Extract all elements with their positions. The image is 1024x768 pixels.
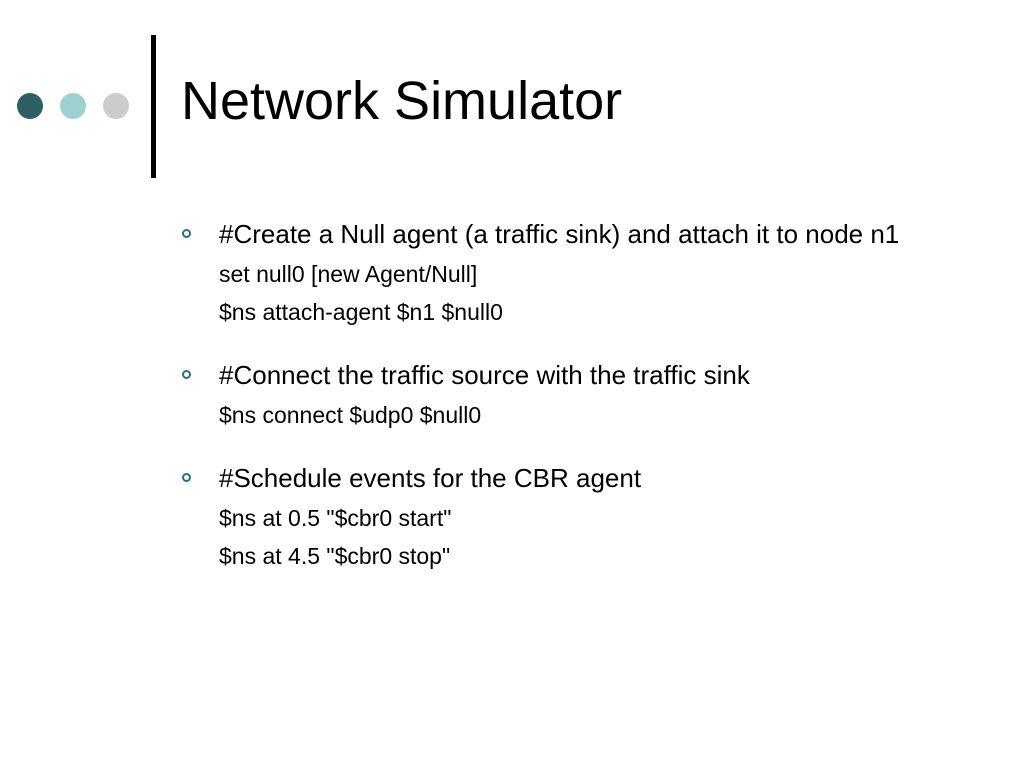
bullet-text: #Schedule events for the CBR agent xyxy=(219,463,642,493)
bullet-item-create-null-agent: #Create a Null agent (a traffic sink) an… xyxy=(180,218,900,326)
title-divider xyxy=(151,35,156,178)
slide-title: Network Simulator xyxy=(181,71,623,131)
bullet-text: #Create a Null agent (a traffic sink) an… xyxy=(219,219,900,249)
bullet-text: #Connect the traffic source with the tra… xyxy=(219,360,750,390)
bullet-item-connect-source-sink: #Connect the traffic source with the tra… xyxy=(180,359,900,429)
bullet-circle-icon xyxy=(182,370,191,379)
bullet-circle-icon xyxy=(182,229,191,238)
bullet-item-schedule-events: #Schedule events for the CBR agent $ns a… xyxy=(180,462,900,570)
slide-body: #Create a Null agent (a traffic sink) an… xyxy=(180,218,900,603)
code-line: $ns at 0.5 "$cbr0 start" xyxy=(219,505,452,531)
bullet-text-row: #Connect the traffic source with the tra… xyxy=(180,359,900,391)
bullet-text-row: #Create a Null agent (a traffic sink) an… xyxy=(180,218,900,250)
code-line: $ns at 4.5 "$cbr0 stop" xyxy=(219,543,451,569)
code-line: $ns attach-agent $n1 $null0 xyxy=(219,299,503,325)
code-line: set null0 [new Agent/Null] xyxy=(219,261,478,287)
decorative-circle-dark xyxy=(17,93,43,119)
bullet-text-row: #Schedule events for the CBR agent xyxy=(180,462,900,494)
code-line: $ns connect $udp0 $null0 xyxy=(219,402,482,428)
bullet-circle-icon xyxy=(182,473,191,482)
decorative-circle-gray xyxy=(103,93,129,119)
decorative-circle-teal xyxy=(60,93,86,119)
